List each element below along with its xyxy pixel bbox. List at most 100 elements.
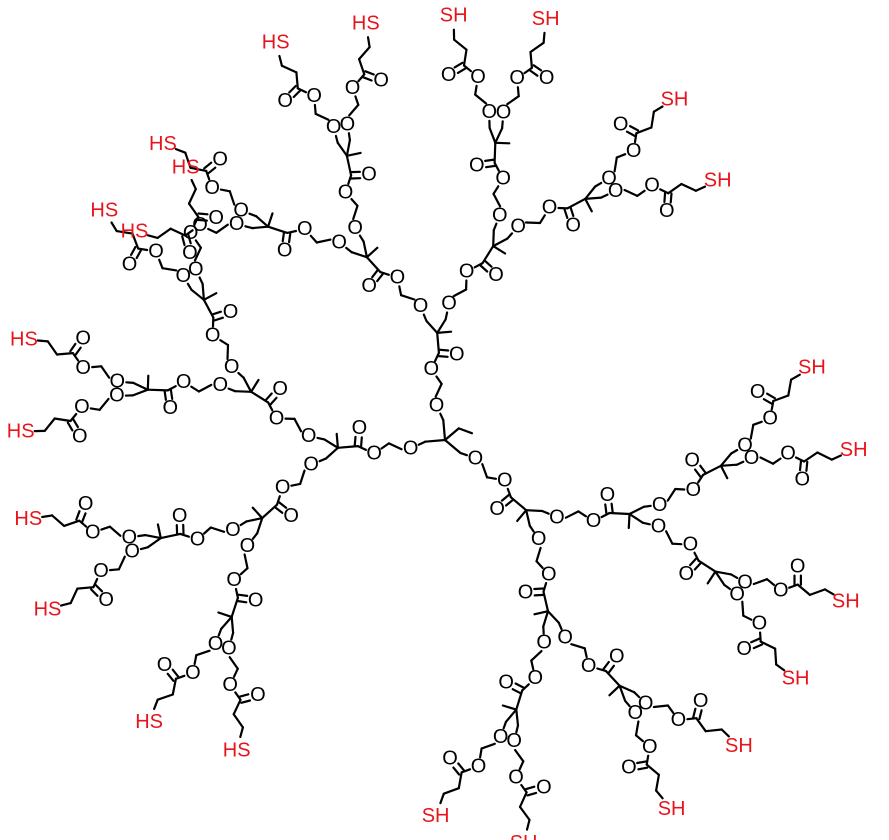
bond-181	[232, 713, 244, 729]
bond-232	[227, 387, 237, 393]
atom-72: O	[190, 529, 206, 551]
atom-54: O	[403, 438, 419, 460]
bond-332	[805, 460, 809, 472]
bond-129	[615, 153, 627, 159]
bond-290	[459, 451, 468, 457]
bond-105	[453, 38, 468, 51]
bond-349	[788, 583, 799, 589]
bond-172	[217, 611, 233, 619]
bond-224	[293, 417, 303, 433]
bond-389	[692, 707, 697, 719]
atom-121: O	[780, 443, 796, 465]
bond-90	[492, 192, 502, 208]
bond-287	[187, 188, 197, 205]
atom-38: SH	[440, 5, 468, 27]
bond-261	[237, 371, 245, 379]
bond-109	[506, 95, 520, 106]
bond-357	[741, 600, 745, 617]
bond-414	[513, 748, 525, 763]
atom-159: SH	[422, 805, 450, 827]
bond-96	[494, 141, 511, 145]
bond-250	[132, 381, 149, 391]
bond-65	[292, 89, 302, 99]
bond-277	[115, 230, 134, 235]
bond-100	[474, 84, 478, 96]
bond-396	[634, 734, 645, 743]
bond-297	[516, 509, 528, 523]
bond-233	[197, 383, 213, 393]
atom-111: O	[586, 510, 602, 532]
bond-269	[190, 288, 205, 301]
bond-14	[400, 294, 416, 301]
bond-71	[348, 103, 360, 117]
bond-239	[146, 374, 150, 391]
bond-29	[267, 212, 274, 228]
bond-24	[309, 234, 318, 244]
atom-131: O	[729, 583, 745, 605]
atom-156: O	[493, 726, 509, 748]
atom-146: O	[642, 736, 658, 758]
bond-220	[50, 514, 66, 528]
atom-147: O	[621, 757, 637, 779]
atom-59: O	[283, 505, 299, 527]
bond-153	[336, 445, 359, 449]
bond-265	[213, 316, 224, 322]
atom-36: O	[470, 66, 486, 88]
bond-316	[719, 452, 733, 467]
atom-87: O	[163, 397, 179, 419]
bond-368	[535, 560, 544, 570]
atom-102: HS	[90, 200, 118, 222]
bond-91	[492, 185, 500, 195]
atom-95: HS	[10, 328, 38, 350]
bond-146	[424, 438, 447, 443]
atom-119: SH	[798, 357, 826, 379]
bond-263	[219, 339, 230, 347]
bond-428	[452, 766, 461, 776]
atom-20: O	[361, 164, 377, 186]
bond-284	[196, 218, 208, 222]
atom-34: O	[469, 154, 485, 176]
bond-347	[752, 578, 769, 586]
bond-143	[667, 182, 683, 195]
bond-86	[481, 245, 495, 265]
atom-53: SH	[704, 170, 732, 192]
atom-107: O	[468, 447, 484, 469]
bond-77	[358, 45, 371, 61]
bond-411	[501, 704, 518, 711]
bond-353	[808, 588, 827, 597]
atom-125: O	[683, 534, 699, 556]
bond-279	[201, 282, 205, 301]
atom-64: O	[222, 674, 238, 696]
bond-237	[169, 388, 174, 400]
atom-140: O	[609, 646, 625, 668]
bond-384	[633, 691, 641, 699]
bond-135	[652, 105, 664, 113]
bond-58	[345, 151, 362, 157]
bond-230	[250, 378, 260, 393]
bond-298	[525, 509, 544, 513]
atom-5: O	[390, 267, 406, 289]
atom-17: HS	[149, 133, 177, 155]
bond-38	[156, 227, 172, 239]
bond-254	[71, 352, 80, 362]
bond-168	[234, 587, 239, 599]
bond-341	[688, 557, 698, 567]
atom-40: O	[509, 67, 525, 89]
bond-256	[69, 342, 77, 353]
atom-109: O	[489, 498, 505, 520]
bond-318	[749, 423, 755, 440]
bond-175	[228, 656, 239, 670]
bond-59	[336, 141, 348, 157]
bond-13	[422, 313, 428, 323]
bond-412	[515, 708, 520, 727]
bond-322	[762, 398, 773, 405]
bond-352	[796, 583, 812, 597]
atom-16: O	[212, 149, 228, 171]
bond-312	[699, 464, 707, 474]
atom-151: O	[498, 671, 514, 693]
bond-81	[452, 288, 468, 298]
bond-423	[502, 720, 508, 730]
bond-176	[232, 667, 239, 678]
atom-11: O	[192, 214, 208, 236]
bond-259	[36, 339, 49, 343]
